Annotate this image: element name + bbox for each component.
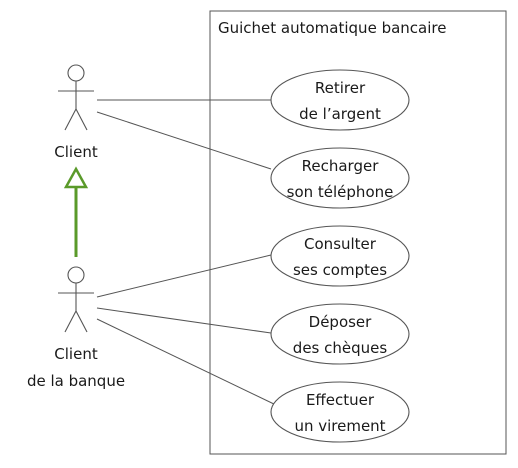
actor-client <box>58 64 94 131</box>
use-case-recharger <box>270 147 410 209</box>
generalization-arrow <box>63 166 89 257</box>
use-case-recharger-line2: son téléphone <box>287 183 394 201</box>
use-case-effectuer <box>270 381 410 443</box>
use-case-recharger-line1: Recharger <box>302 157 380 175</box>
system-title: Guichet automatique bancaire <box>218 19 446 37</box>
use-case-deposer-line1: Déposer <box>309 313 373 331</box>
actor-head <box>67 64 85 82</box>
use-case-effectuer-line1: Effectuer <box>306 391 375 409</box>
use-case-effectuer-line2: un virement <box>294 417 385 435</box>
actor-right-leg <box>75 108 88 131</box>
use-case-retirer-line1: Retirer <box>315 79 366 97</box>
actor-client-banque-label-line2: de la banque <box>27 372 125 390</box>
use-case-consulter-line2: ses comptes <box>293 261 387 279</box>
association-clientbanque-deposer <box>96 307 272 334</box>
use-case-deposer-line2: des chèques <box>293 339 388 357</box>
actor-client-label: Client <box>54 143 98 161</box>
actor-client-banque <box>58 266 94 333</box>
actor-head <box>67 266 85 284</box>
actor-client-banque-label-line1: Client <box>54 345 98 363</box>
use-case-retirer-line2: de l’argent <box>299 105 381 123</box>
actor-left-leg <box>64 108 77 131</box>
association-clientbanque-consulter <box>96 254 272 298</box>
use-case-consulter <box>270 225 410 287</box>
association-client-recharger <box>96 111 272 170</box>
use-case-retirer <box>270 69 410 131</box>
use-case-consulter-line1: Consulter <box>304 235 377 253</box>
actor-right-leg <box>75 310 88 333</box>
association-clientbanque-effectuer <box>96 318 277 406</box>
use-case-deposer <box>270 303 410 365</box>
actor-left-leg <box>64 310 77 333</box>
